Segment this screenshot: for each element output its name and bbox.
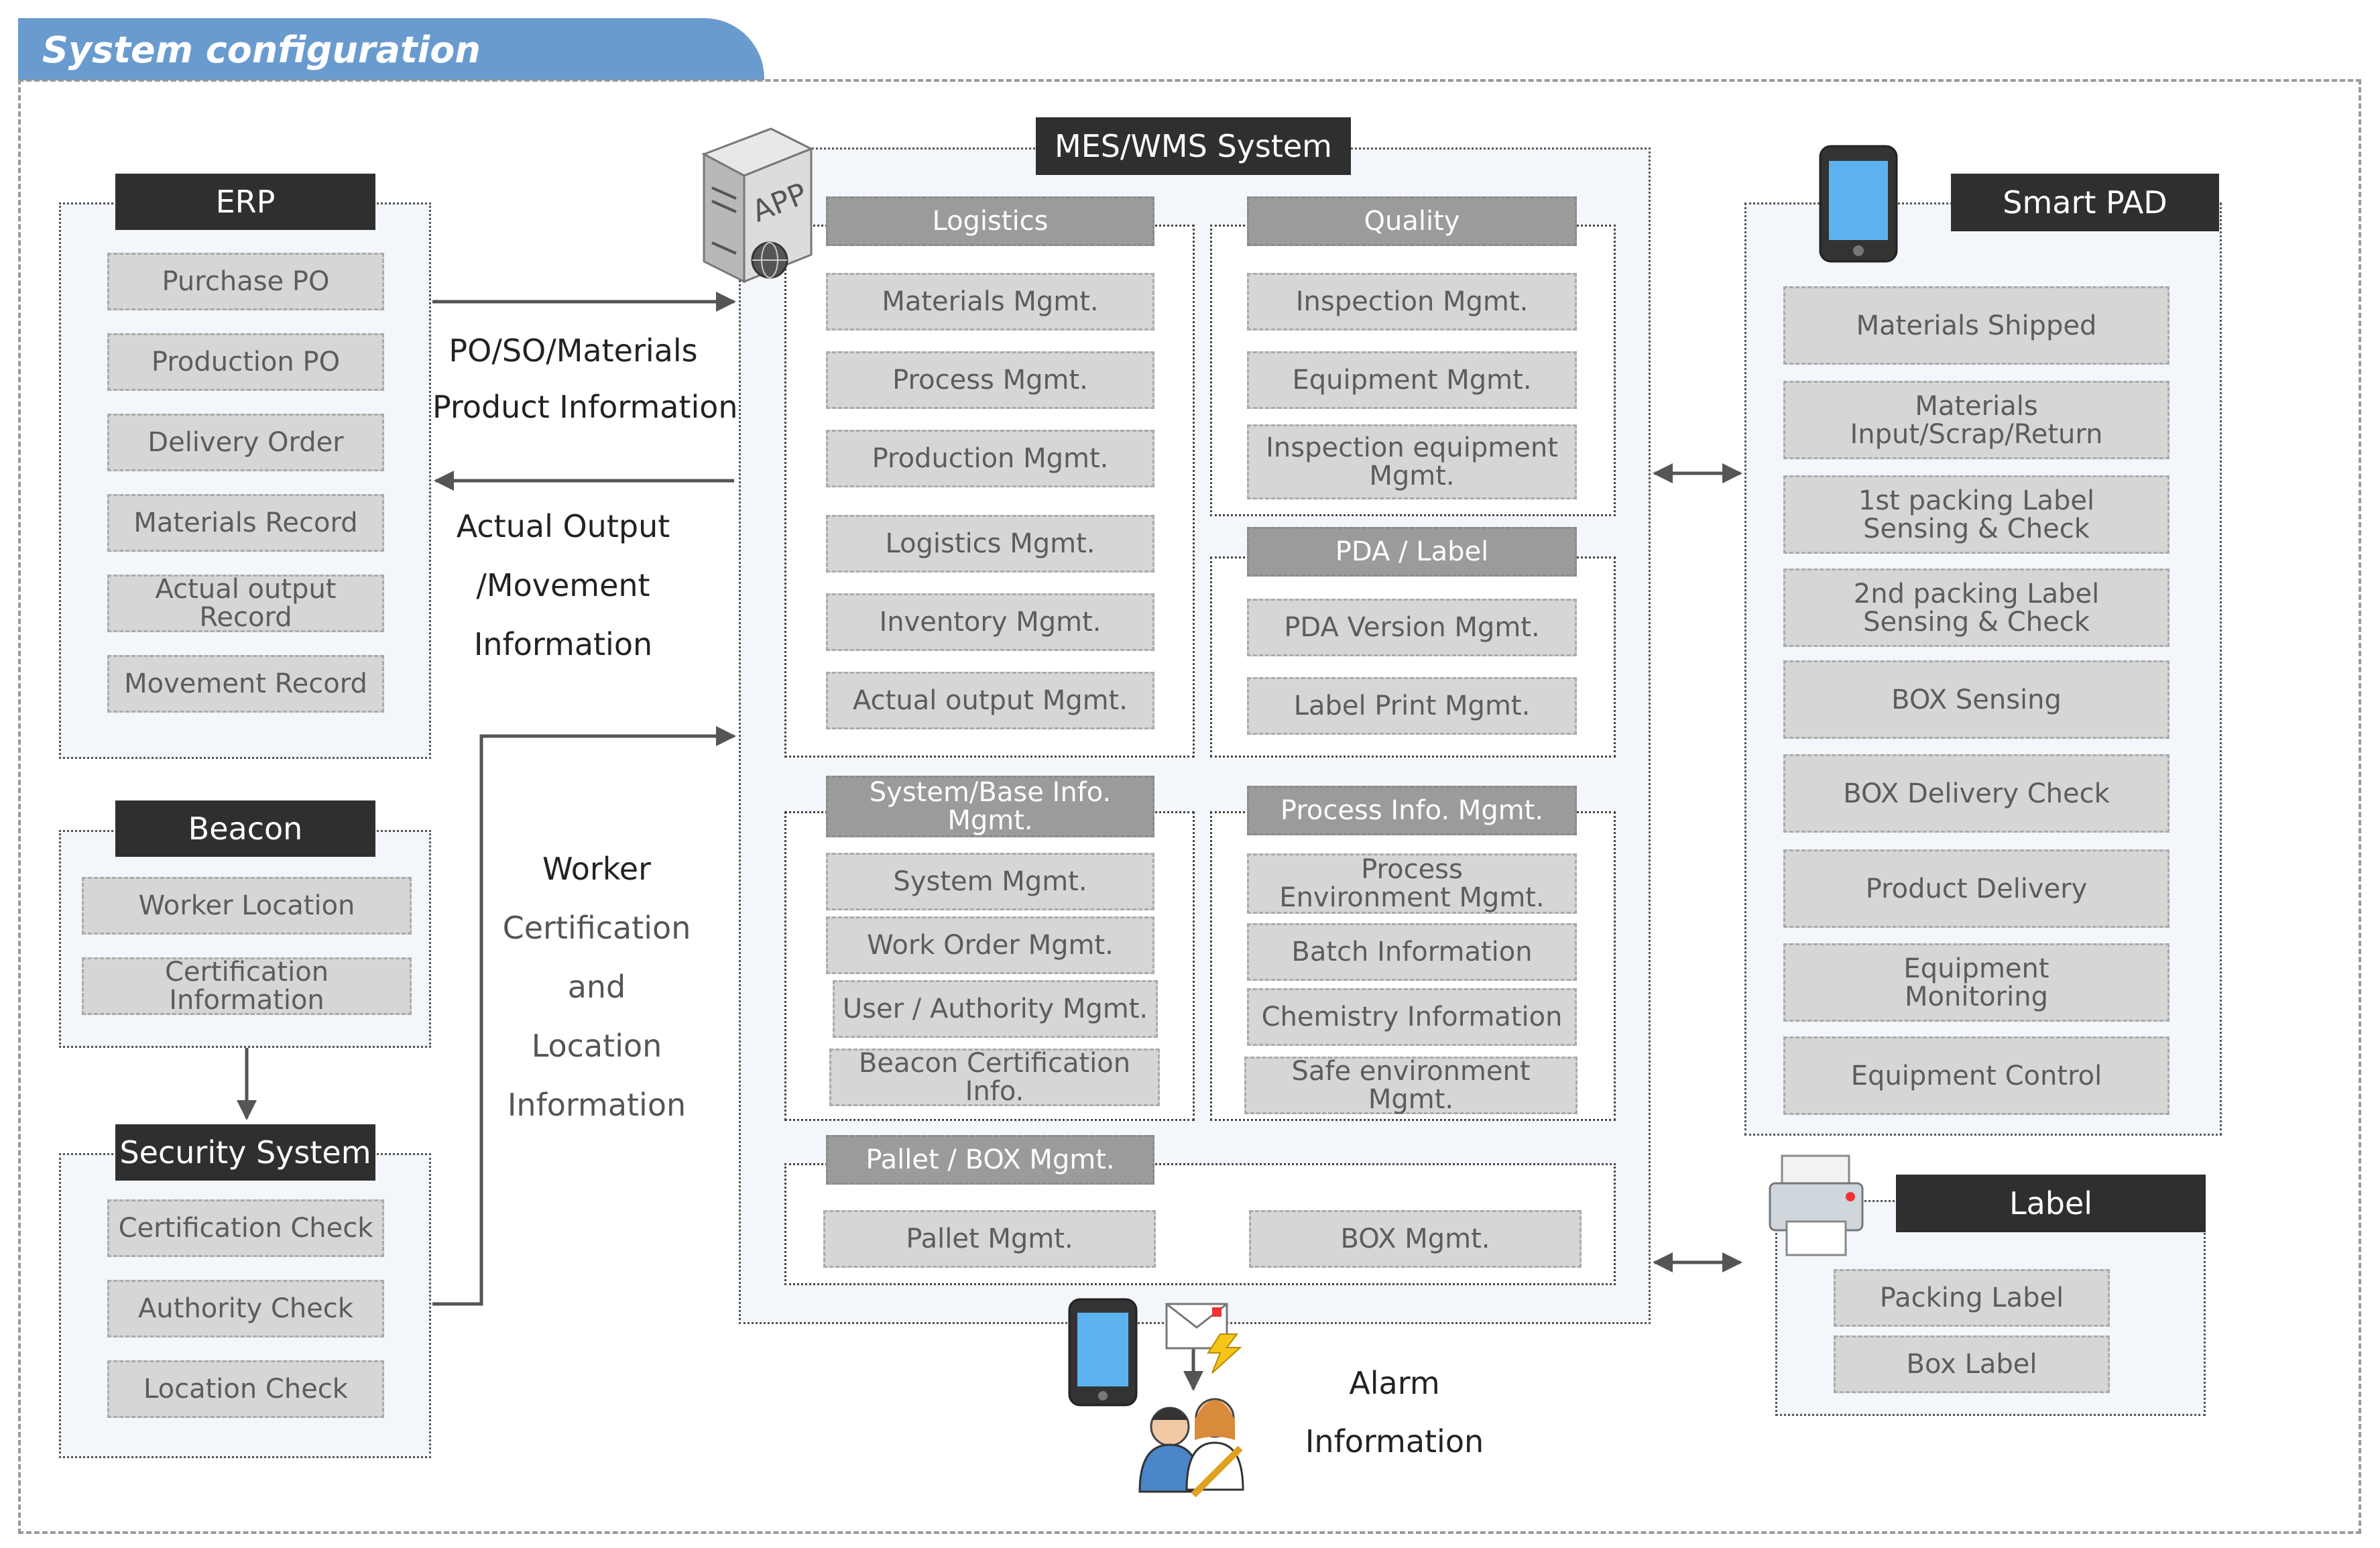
system-base-item-work-order: Work Order Mgmt. xyxy=(826,916,1154,974)
pallet-item-box: BOX Mgmt. xyxy=(1249,1210,1582,1268)
erp-item-delivery-order: Delivery Order xyxy=(107,414,384,471)
system-base-item-user-authority: User / Authority Mgmt. xyxy=(833,980,1158,1038)
erp-header: ERP xyxy=(115,174,375,230)
process-info-item-chemistry: Chemistry Information xyxy=(1247,988,1577,1046)
flow-label-po-2: Product Information xyxy=(432,389,738,425)
logistics-item-logistics: Logistics Mgmt. xyxy=(826,515,1154,573)
page-title: System configuration xyxy=(42,29,481,71)
process-info-item-safe-env: Safe environment Mgmt. xyxy=(1244,1057,1578,1114)
smart-pad-item-box-sensing: BOX Sensing xyxy=(1783,660,2169,739)
mes-header: MES/WMS System xyxy=(1036,117,1351,175)
flow-label-alarm-2: Information xyxy=(1305,1423,1484,1460)
system-base-header: System/Base Info. Mgmt. xyxy=(826,776,1154,837)
security-item-certification-check: Certification Check xyxy=(107,1199,384,1257)
process-info-item-batch: Batch Information xyxy=(1247,923,1577,981)
label-item-box: Box Label xyxy=(1834,1335,2110,1393)
beacon-item-worker-location: Worker Location xyxy=(82,877,412,935)
logistics-header: Logistics xyxy=(826,196,1154,246)
security-item-authority-check: Authority Check xyxy=(107,1280,384,1337)
flow-label-po-1: PO/SO/Materials xyxy=(449,333,698,369)
flow-label-worker-1: Worker xyxy=(542,851,652,887)
security-item-location-check: Location Check xyxy=(107,1360,384,1418)
smart-pad-item-equipment-monitoring: Equipment Monitoring xyxy=(1783,943,2169,1022)
system-base-item-beacon-cert: Beacon Certification Info. xyxy=(829,1049,1160,1106)
tablet-icon xyxy=(1819,145,1898,263)
quality-item-inspection-equipment: Inspection equipment Mgmt. xyxy=(1247,424,1577,499)
arrow-security-to-mes xyxy=(432,726,736,1306)
logistics-item-production: Production Mgmt. xyxy=(826,430,1154,487)
security-header: Security System xyxy=(115,1124,375,1181)
pallet-item-pallet: Pallet Mgmt. xyxy=(823,1210,1156,1268)
quality-item-equipment: Equipment Mgmt. xyxy=(1247,351,1577,409)
flow-label-worker-3: and xyxy=(567,969,626,1005)
quality-header: Quality xyxy=(1247,196,1577,246)
smart-pad-item-materials-shipped: Materials Shipped xyxy=(1783,286,2169,365)
logistics-item-materials: Materials Mgmt. xyxy=(826,273,1154,331)
erp-item-materials-record: Materials Record xyxy=(107,494,384,552)
phone-icon xyxy=(1068,1298,1138,1407)
smart-pad-item-materials-input: Materials Input/Scrap/Return xyxy=(1783,381,2169,459)
printer-icon xyxy=(1769,1154,1864,1256)
outer-frame xyxy=(18,79,2361,1534)
pda-item-label-print: Label Print Mgmt. xyxy=(1247,677,1577,735)
beacon-item-certification-information: Certification Information xyxy=(82,957,412,1015)
process-info-header: Process Info. Mgmt. xyxy=(1247,786,1577,835)
flow-label-actual-3: Information xyxy=(473,626,653,662)
smart-pad-item-equipment-control: Equipment Control xyxy=(1783,1036,2169,1115)
smart-pad-header: Smart PAD xyxy=(1951,174,2219,231)
erp-item-actual-output-record: Actual output Record xyxy=(107,575,384,632)
flow-label-worker-4: Location xyxy=(531,1028,662,1064)
smart-pad-item-box-delivery: BOX Delivery Check xyxy=(1783,754,2169,833)
erp-item-movement-record: Movement Record xyxy=(107,655,384,713)
pda-header: PDA / Label xyxy=(1247,527,1577,577)
smart-pad-item-product-delivery: Product Delivery xyxy=(1783,849,2169,928)
logistics-item-inventory: Inventory Mgmt. xyxy=(826,593,1154,651)
smart-pad-item-1st-packing: 1st packing Label Sensing & Check xyxy=(1783,475,2169,554)
flow-label-actual-2: /Movement xyxy=(476,567,650,603)
process-info-item-environment: Process Environment Mgmt. xyxy=(1247,853,1577,914)
erp-item-purchase-po: Purchase PO xyxy=(107,253,384,310)
flow-label-actual-1: Actual Output xyxy=(456,508,670,544)
beacon-header: Beacon xyxy=(115,800,375,857)
pallet-header: Pallet / BOX Mgmt. xyxy=(826,1135,1154,1185)
label-item-packing: Packing Label xyxy=(1834,1269,2110,1327)
erp-item-production-po: Production PO xyxy=(107,333,384,391)
pda-item-version: PDA Version Mgmt. xyxy=(1247,599,1577,656)
envelope-alert-icon xyxy=(1165,1303,1242,1374)
label-header: Label xyxy=(1896,1175,2206,1232)
smart-pad-item-2nd-packing: 2nd packing Label Sensing & Check xyxy=(1783,569,2169,647)
app-server-icon xyxy=(701,127,814,284)
logistics-item-process: Process Mgmt. xyxy=(826,351,1154,409)
people-icon xyxy=(1138,1398,1244,1498)
quality-item-inspection: Inspection Mgmt. xyxy=(1247,273,1577,331)
flow-label-worker-5: Information xyxy=(507,1087,687,1123)
flow-label-worker-2: Certification xyxy=(502,910,691,946)
system-base-item-system: System Mgmt. xyxy=(826,853,1154,910)
logistics-item-actual-output: Actual output Mgmt. xyxy=(826,672,1154,729)
flow-label-alarm-1: Alarm xyxy=(1349,1365,1440,1401)
title-tab: System configuration xyxy=(18,18,764,80)
